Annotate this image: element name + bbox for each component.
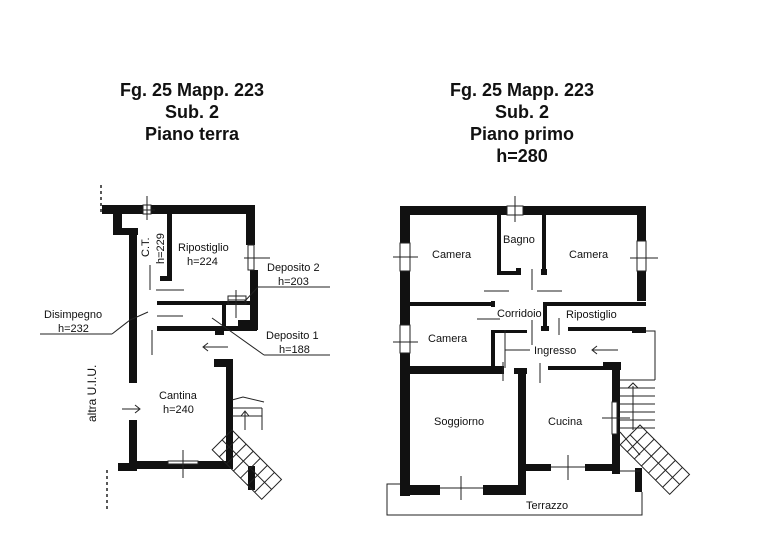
disimpegno-height: h=232 <box>58 323 89 335</box>
cantina-label: Cantina <box>159 390 198 402</box>
altra-uiu-label: altra U.I.U. <box>85 365 99 422</box>
first-floor-details <box>386 196 691 516</box>
camera-ne-label: Camera <box>569 249 609 261</box>
soggiorno-label: Soggiorno <box>434 416 484 428</box>
cantina-height: h=240 <box>163 404 194 416</box>
ct-height: h=229 <box>155 233 167 264</box>
first-floor-title-line2: Sub. 2 <box>494 102 549 122</box>
ground-floor-title-line3: Piano terra <box>144 124 240 144</box>
ripostiglio-ground-label: Ripostiglio <box>178 242 229 254</box>
first-floor-title-line3: Piano primo <box>469 124 574 144</box>
deposito2-height: h=203 <box>278 276 309 288</box>
deposito1-height: h=188 <box>279 344 310 356</box>
bagno-label: Bagno <box>503 234 535 246</box>
first-floor-title-line4: h=280 <box>496 146 548 166</box>
corridoio-label: Corridoio <box>497 308 542 320</box>
ingresso-label: Ingresso <box>534 345 576 357</box>
deposito1-label: Deposito 1 <box>266 330 319 342</box>
terrazzo-label: Terrazzo <box>526 500 568 512</box>
ripostiglio-first-label: Ripostiglio <box>566 309 617 321</box>
disimpegno-label: Disimpegno <box>44 309 102 321</box>
ground-floor-title-line2: Sub. 2 <box>164 102 219 122</box>
cucina-label: Cucina <box>548 416 583 428</box>
ground-floor-details <box>40 196 330 501</box>
ground-floor-plan <box>100 185 258 510</box>
first-floor-title: Fg. 25 Mapp. 223 Sub. 2 Piano primo h=28… <box>422 79 622 167</box>
camera-w-label: Camera <box>428 333 468 345</box>
ct-label: C.T. <box>140 237 152 257</box>
ground-floor-title-line1: Fg. 25 Mapp. 223 <box>119 80 265 100</box>
deposito2-label: Deposito 2 <box>267 262 320 274</box>
first-floor-title-line1: Fg. 25 Mapp. 223 <box>449 80 595 100</box>
camera-nw-label: Camera <box>432 249 472 261</box>
ground-floor-title: Fg. 25 Mapp. 223 Sub. 2 Piano terra <box>92 79 292 145</box>
ripostiglio-ground-height: h=224 <box>187 256 218 268</box>
